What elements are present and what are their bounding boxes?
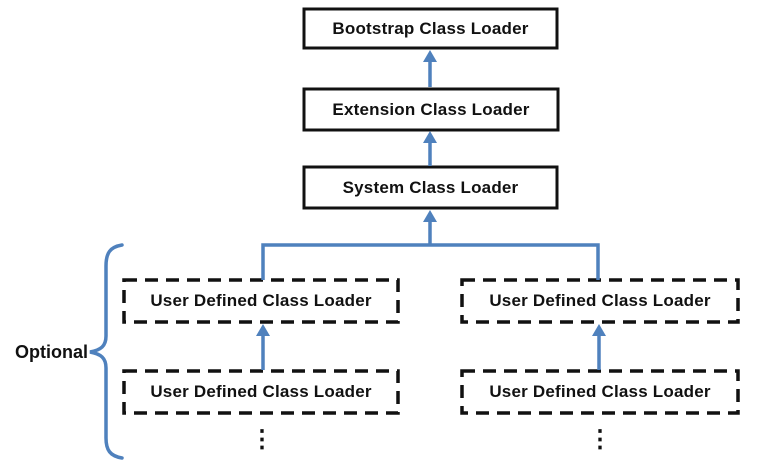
user-defined-box-top-left-outline	[122, 278, 400, 324]
arrow-user-left-icon	[256, 324, 270, 370]
optional-brace-icon	[89, 243, 124, 460]
user-defined-connector-line	[261, 243, 600, 280]
user-defined-box-bottom-left-outline	[122, 369, 400, 415]
user-defined-box-top-right-outline	[460, 278, 740, 324]
system-box-outline	[302, 165, 559, 210]
arrow-connector-to-system-icon	[423, 210, 437, 244]
arrow-user-right-icon	[592, 324, 606, 370]
user-defined-class-loader-label-bottom-right: User Defined Class Loader	[489, 382, 711, 401]
arrow-system-to-extension-icon	[423, 131, 437, 166]
ellipsis-vertical-right: ⋮	[588, 426, 612, 453]
extension-box-outline	[302, 87, 560, 132]
bootstrap-box-outline	[302, 7, 559, 50]
user-defined-class-loader-label-bottom-left: User Defined Class Loader	[150, 382, 372, 401]
arrow-extension-to-bootstrap-icon	[423, 50, 437, 87]
system-class-loader-label: System Class Loader	[342, 177, 519, 197]
user-defined-box-bottom-right-outline	[460, 369, 740, 415]
extension-class-loader-label: Extension Class Loader	[332, 99, 530, 119]
bootstrap-class-loader-label: Bootstrap Class Loader	[332, 18, 529, 38]
optional-label: Optional	[15, 341, 88, 362]
user-defined-class-loader-label-top-right: User Defined Class Loader	[489, 291, 711, 310]
user-defined-class-loader-label-top-left: User Defined Class Loader	[150, 291, 372, 310]
ellipsis-vertical-left: ⋮	[250, 426, 274, 453]
